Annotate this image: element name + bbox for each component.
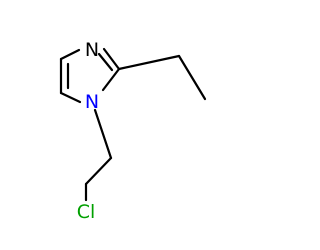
structure-diagram: N N Cl — [0, 0, 250, 250]
bond-ch2-ch2 — [84, 156, 113, 186]
atom-label-n1: N — [85, 91, 99, 113]
bond-c2-ch2 — [117, 54, 181, 71]
bond-n1-ch2 — [93, 108, 113, 160]
background — [0, 0, 250, 250]
bond-c2-n3-inner — [97, 52, 114, 72]
bond-ch2-ch3 — [177, 54, 207, 101]
atom-label-cl: Cl — [77, 201, 96, 223]
atom-label-n3: N — [85, 39, 99, 61]
bond-n3-c4 — [59, 48, 81, 61]
bond-c2-n3 — [102, 47, 121, 71]
bond-n1-c2 — [101, 67, 121, 92]
bond-c5-n1 — [59, 91, 82, 104]
